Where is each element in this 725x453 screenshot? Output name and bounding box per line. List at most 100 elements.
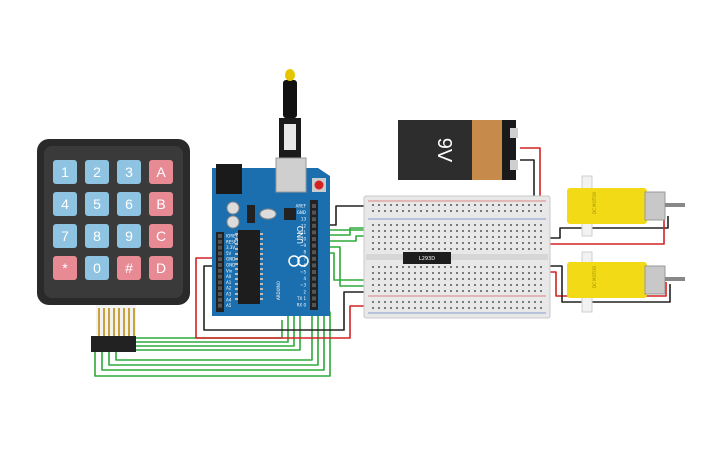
header-pin[interactable] (312, 289, 316, 294)
arduino-logo (288, 255, 309, 267)
keypad-key-*[interactable]: * (53, 256, 77, 280)
wire-red[interactable] (520, 147, 541, 208)
breadboard-hole (378, 242, 380, 244)
wire-black[interactable] (548, 216, 669, 239)
wire-red[interactable] (548, 218, 665, 245)
l293d-chip[interactable] (403, 252, 451, 264)
keypad-key-9[interactable]: 9 (117, 224, 141, 248)
header-pin[interactable] (312, 204, 316, 208)
breadboard-hole (468, 301, 470, 303)
header-pin[interactable] (312, 283, 316, 288)
breadboard-hole (522, 307, 524, 309)
keypad-key-C[interactable]: C (149, 224, 173, 248)
keypad-key-2[interactable]: 2 (85, 160, 109, 184)
header-pin[interactable] (312, 303, 316, 307)
keypad-key-0[interactable]: 0 (85, 256, 109, 280)
header-pin[interactable] (312, 276, 316, 281)
keypad-key-6[interactable]: 6 (117, 192, 141, 216)
header-pin[interactable] (218, 274, 222, 279)
breadboard-hole (522, 284, 524, 286)
header-pin[interactable] (312, 263, 316, 268)
breadboard-hole (456, 290, 458, 292)
breadboard-channel (366, 254, 548, 260)
breadboard-hole (378, 266, 380, 268)
keypad-key-5[interactable]: 5 (85, 192, 109, 216)
breadboard-hole (474, 248, 476, 250)
header-pin[interactable] (312, 256, 316, 261)
header-pin[interactable] (218, 292, 222, 296)
keypad-key-A[interactable]: A (149, 160, 173, 184)
breadboard-hole (396, 266, 398, 268)
keypad-key-#[interactable]: # (117, 256, 141, 280)
dc-motor-1[interactable]: DC MOTOR (567, 175, 685, 237)
keypad-key-7[interactable]: 7 (53, 224, 77, 248)
breadboard-hole (504, 272, 506, 274)
breadboard-hole (534, 266, 536, 268)
wire-green[interactable] (133, 320, 283, 339)
breadboard-hole (462, 284, 464, 286)
reset-button[interactable] (314, 180, 324, 190)
keypad-key-label: B (156, 196, 165, 212)
header-pin[interactable] (312, 243, 316, 248)
wire-black[interactable] (548, 265, 671, 303)
header-pin[interactable] (312, 223, 316, 228)
chip-pin (235, 233, 238, 235)
keypad-key-4[interactable]: 4 (53, 192, 77, 216)
breadboard-hole (396, 230, 398, 232)
header-pin[interactable] (312, 210, 316, 215)
keypad-key-B[interactable]: B (149, 192, 173, 216)
header-pin[interactable] (218, 245, 222, 250)
header-pin[interactable] (218, 297, 222, 302)
breadboard-hole (516, 278, 518, 280)
breadboard-hole (516, 301, 518, 303)
breadboard-hole (396, 210, 398, 212)
header-pin[interactable] (218, 280, 222, 285)
battery-9v[interactable]: 9V (398, 120, 518, 180)
header-pin[interactable] (218, 234, 222, 238)
breadboard-hole (468, 284, 470, 286)
header-pin[interactable] (312, 237, 316, 241)
header-pin[interactable] (218, 286, 222, 291)
breadboard-hole (432, 278, 434, 280)
header-pin-label: A3 (226, 292, 232, 297)
breadboard-hole (390, 242, 392, 244)
keypad-key-D[interactable]: D (149, 256, 173, 280)
keypad-key-1[interactable]: 1 (53, 160, 77, 184)
header-pin[interactable] (312, 217, 316, 222)
regulator (247, 205, 255, 223)
keypad-key-3[interactable]: 3 (117, 160, 141, 184)
breadboard-hole (372, 307, 374, 309)
breadboard-hole (528, 301, 530, 303)
keypad-key-8[interactable]: 8 (85, 224, 109, 248)
breadboard-hole (534, 290, 536, 292)
wire-red[interactable] (195, 257, 370, 339)
keypad-key-face (117, 192, 141, 216)
breadboard-hole (402, 272, 404, 274)
header-pin[interactable] (218, 303, 222, 308)
header-pin[interactable] (312, 250, 316, 255)
wire-black[interactable] (520, 159, 535, 206)
header-pin[interactable] (218, 268, 222, 273)
chip-pin (260, 268, 263, 270)
wire-red[interactable] (548, 271, 667, 297)
breadboard-hole (372, 224, 374, 226)
breadboard[interactable]: L293D (363, 195, 551, 319)
breadboard-hole (420, 242, 422, 244)
breadboard-hole (456, 230, 458, 232)
wire-black[interactable] (203, 265, 370, 331)
breadboard-hole (462, 210, 464, 212)
header-pin[interactable] (218, 257, 222, 262)
breadboard-hole (462, 272, 464, 274)
breadboard-hole (522, 266, 524, 268)
header-pin[interactable] (218, 239, 222, 244)
header-pin[interactable] (312, 230, 316, 235)
header-pin[interactable] (218, 263, 222, 267)
header-pin[interactable] (312, 296, 316, 301)
breadboard-hole (444, 278, 446, 280)
header-pin[interactable] (218, 251, 222, 256)
header-pin[interactable] (312, 270, 316, 274)
dc-motor-2[interactable]: DC MOTOR (567, 251, 685, 313)
breadboard-hole (432, 210, 434, 212)
